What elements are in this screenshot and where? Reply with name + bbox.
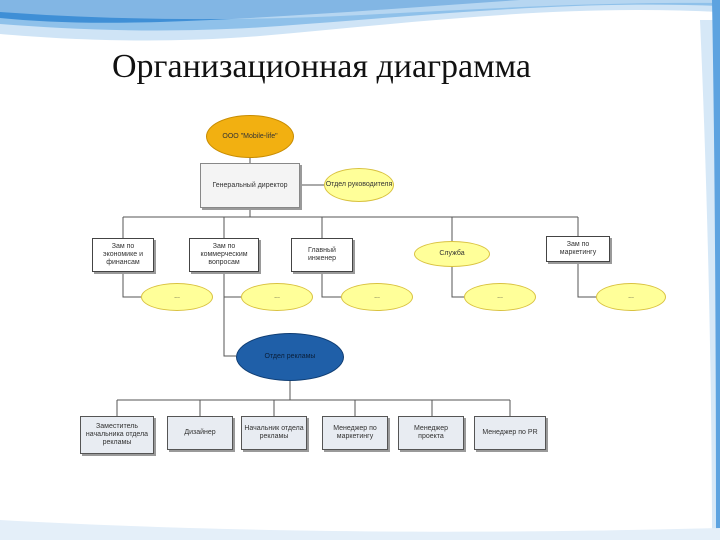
project-manager-node: Менеджер проекта: [398, 416, 464, 450]
dep-comm-node: Зам по коммерческим вопросам: [189, 238, 259, 272]
company-node: ООО "Mobile-life": [206, 115, 294, 158]
dep-marketing-node: Зам по маркетингу: [546, 236, 610, 262]
sub-node-1: ...: [141, 283, 213, 311]
dep-econ-node: Зам по экономике и финансам: [92, 238, 154, 272]
head-ads-node: Начальник отдела рекламы: [241, 416, 307, 450]
designer-node: Дизайнер: [167, 416, 233, 450]
sub-node-3: ...: [341, 283, 413, 311]
dept-head-node: Отдел руководителя: [324, 168, 394, 202]
service-node: Служба: [414, 241, 490, 267]
marketing-dept-node: Отдел рекламы: [236, 333, 344, 381]
slide-title: Организационная диаграмма: [112, 48, 532, 85]
pr-manager-node: Менеджер по PR: [474, 416, 546, 450]
deputy-head-ads-node: Заместитель начальника отдела рекламы: [80, 416, 154, 454]
sub-node-2: ...: [241, 283, 313, 311]
ceo-node: Генеральный директор: [200, 163, 300, 208]
sub-node-4: ...: [464, 283, 536, 311]
sub-node-5: ...: [596, 283, 666, 311]
marketing-manager-node: Менеджер по маркетингу: [322, 416, 388, 450]
chief-engineer-node: Главный инженер: [291, 238, 353, 272]
